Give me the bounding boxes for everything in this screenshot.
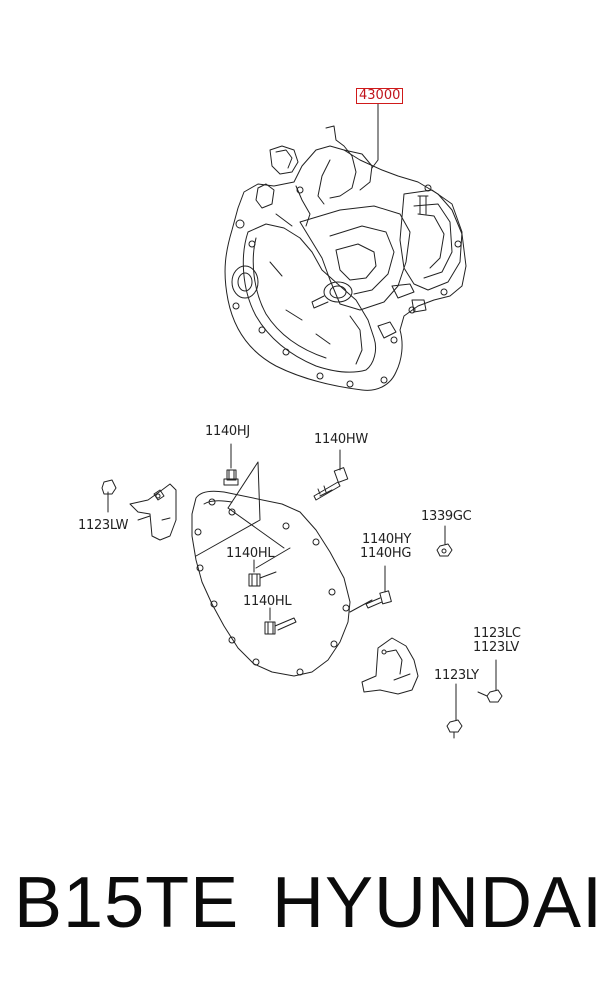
label-1123ly: 1123LY <box>434 668 479 683</box>
brand-caption: HYUNDAI <box>272 863 600 943</box>
label-1140hg: 1140HG <box>360 546 412 561</box>
label-1123lc: 1123LC <box>473 626 521 641</box>
nut-1339gc <box>436 525 453 557</box>
bolt-1123lc <box>477 659 503 703</box>
label-1140hl-lower: 1140HL <box>243 594 292 609</box>
bolt-1140hl-lower <box>264 607 297 635</box>
bracket-1123ly <box>361 637 419 695</box>
bolt-1140hj <box>223 443 239 486</box>
label-1123lv: 1123LV <box>473 640 519 655</box>
model-caption: B15TE <box>14 863 240 943</box>
label-1140hy: 1140HY <box>362 532 412 547</box>
label-1140hw: 1140HW <box>314 432 368 447</box>
cover-plate <box>191 461 373 677</box>
parts-diagram <box>101 103 503 739</box>
bolt-1140hw <box>313 449 349 501</box>
label-1140hj: 1140HJ <box>205 424 250 439</box>
bolt-1123ly-bolt <box>446 683 463 739</box>
bolt-1140hy <box>365 565 392 609</box>
label-1123lw: 1123LW <box>78 518 129 533</box>
part-number-label[interactable]: 43000 <box>356 88 404 104</box>
bolt-1140hl-upper <box>248 559 277 587</box>
bracket-1123lw <box>101 479 177 541</box>
label-1339gc: 1339GC <box>421 509 472 524</box>
label-1140hl-upper: 1140HL <box>226 546 275 561</box>
transmission-assembly <box>224 103 467 391</box>
